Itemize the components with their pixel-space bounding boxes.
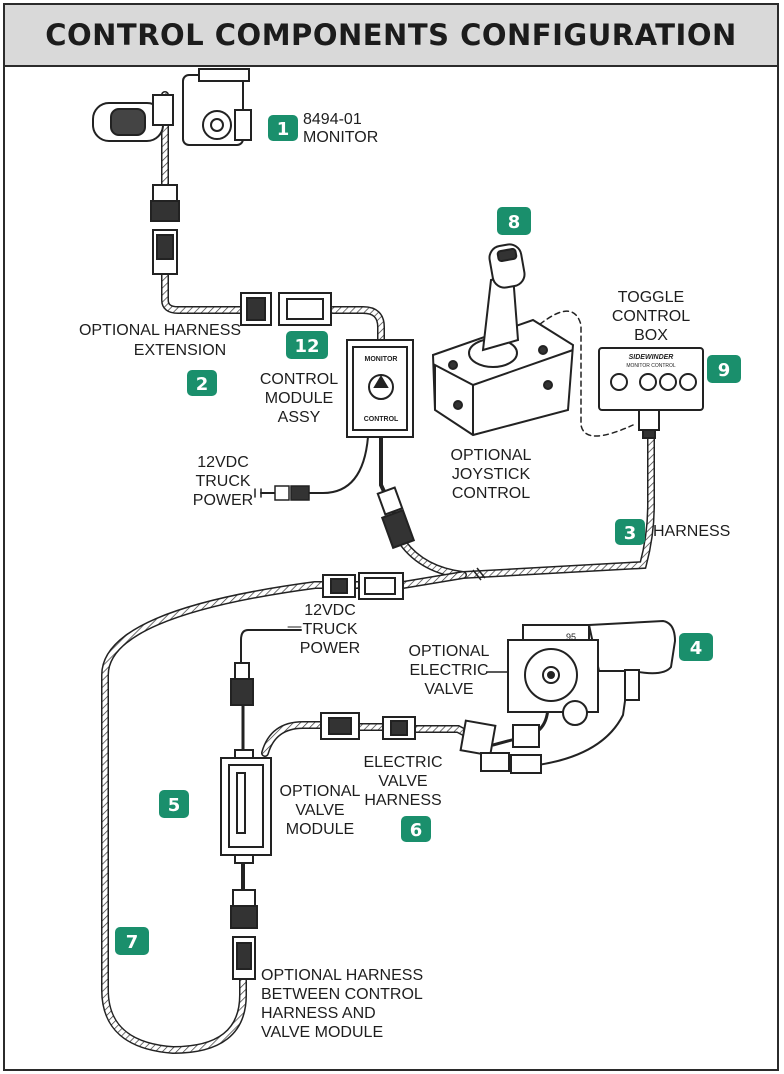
badge-3: 3: [615, 519, 645, 545]
label-monitor: 8494-01 MONITOR: [303, 111, 378, 146]
svg-text:CONTROL: CONTROL: [612, 308, 690, 325]
svg-text:OPTIONAL HARNESS: OPTIONAL HARNESS: [79, 322, 241, 339]
svg-text:MONITOR: MONITOR: [303, 129, 378, 146]
svg-text:CONTROL: CONTROL: [452, 485, 530, 502]
valve-number-text: 95: [566, 632, 576, 642]
svg-text:OPTIONAL: OPTIONAL: [451, 447, 532, 464]
title-bar: CONTROL COMPONENTS CONFIGURATION: [5, 5, 777, 67]
svg-text:JOYSTICK: JOYSTICK: [452, 466, 531, 483]
svg-text:ELECTRIC: ELECTRIC: [409, 662, 488, 679]
svg-text:VALVE: VALVE: [424, 681, 473, 698]
svg-text:TRUCK: TRUCK: [195, 473, 250, 490]
svg-text:7: 7: [126, 932, 139, 953]
badge-1: 1: [268, 115, 298, 141]
harness-3: [400, 432, 654, 578]
badge-2: 2: [187, 370, 217, 396]
svg-text:5: 5: [168, 795, 181, 816]
monitor-connector: [150, 184, 180, 275]
svg-text:OPTIONAL: OPTIONAL: [280, 783, 361, 800]
svg-text:12: 12: [294, 336, 319, 357]
control-module: [346, 339, 414, 438]
badge-5: 5: [159, 790, 189, 818]
label-valve-module: OPTIONAL VALVE MODULE: [280, 783, 361, 838]
svg-text:3: 3: [624, 523, 637, 544]
main-harness-connector: [322, 572, 404, 600]
svg-text:BETWEEN CONTROL: BETWEEN CONTROL: [261, 986, 423, 1003]
svg-text:CONTROL: CONTROL: [260, 371, 338, 388]
components-diagram: MONITOR CONTROL: [79, 68, 741, 1055]
label-joystick: OPTIONAL JOYSTICK CONTROL: [451, 447, 532, 502]
label-truck-power-2: 12VDC TRUCK POWER: [300, 602, 360, 657]
monitor-device: [92, 68, 252, 146]
svg-text:MODULE: MODULE: [265, 390, 333, 407]
svg-text:12VDC: 12VDC: [197, 454, 249, 471]
svg-text:TOGGLE: TOGGLE: [618, 289, 684, 306]
svg-text:4: 4: [690, 638, 703, 659]
label-harness-extension: OPTIONAL HARNESS EXTENSION: [79, 322, 241, 359]
control-module-top-text: MONITOR: [365, 356, 398, 363]
svg-text:9: 9: [718, 360, 731, 381]
module-output-connector: [376, 486, 416, 550]
truck-power-connector-2: [230, 662, 254, 706]
badge-7: 7: [115, 927, 149, 955]
toggle-sub-text: MONITOR CONTROL: [626, 363, 676, 369]
joystick-link: [532, 310, 634, 437]
valve-module: [220, 749, 272, 864]
svg-text:VALVE MODULE: VALVE MODULE: [261, 1024, 383, 1041]
extension-connector: [240, 292, 332, 326]
svg-text:BOX: BOX: [634, 327, 668, 344]
label-toggle-box: TOGGLE CONTROL BOX: [612, 289, 690, 344]
label-valve-harness: ELECTRIC VALVE HARNESS: [363, 754, 442, 809]
joystick-device: [431, 243, 575, 437]
svg-text:OPTIONAL HARNESS: OPTIONAL HARNESS: [261, 967, 423, 984]
cables: [101, 91, 655, 1055]
svg-text:8494-01: 8494-01: [303, 111, 362, 128]
truck-power-cable-1: [302, 436, 369, 494]
electric-valve-device: [507, 619, 677, 726]
svg-text:6: 6: [410, 820, 423, 841]
svg-text:2: 2: [196, 374, 209, 395]
toggle-control-box: [598, 347, 704, 439]
truck-power-cable-2: [240, 629, 302, 666]
label-electric-valve: OPTIONAL ELECTRIC VALVE: [409, 643, 490, 698]
badge-12: 12: [286, 331, 328, 359]
svg-text:TRUCK: TRUCK: [302, 621, 357, 638]
control-module-bottom-text: CONTROL: [364, 416, 399, 423]
svg-text:OPTIONAL: OPTIONAL: [409, 643, 490, 660]
svg-text:12VDC: 12VDC: [304, 602, 356, 619]
svg-text:ASSY: ASSY: [278, 409, 321, 426]
badge-4: 4: [679, 633, 713, 661]
badge-8: 8: [497, 207, 531, 235]
badge-6: 6: [401, 816, 431, 842]
svg-text:VALVE: VALVE: [295, 802, 344, 819]
svg-text:MODULE: MODULE: [286, 821, 354, 838]
page-title: CONTROL COMPONENTS CONFIGURATION: [45, 18, 737, 52]
svg-text:VALVE: VALVE: [378, 773, 427, 790]
svg-text:HARNESS: HARNESS: [364, 792, 441, 809]
extension-harness: [161, 271, 245, 314]
label-harness-between: OPTIONAL HARNESS BETWEEN CONTROL HARNESS…: [261, 967, 423, 1041]
valve-module-bottom-connectors: [230, 889, 258, 980]
toggle-brand-text: SIDEWINDER: [629, 354, 674, 361]
svg-text:ELECTRIC: ELECTRIC: [363, 754, 442, 771]
svg-text:8: 8: [508, 212, 521, 233]
valve-harness-connectors: [320, 712, 542, 774]
diagram-frame: CONTROL COMPONENTS CONFIGURATION: [3, 3, 779, 1071]
svg-text:POWER: POWER: [300, 640, 360, 657]
label-harness: HARNESS: [653, 523, 730, 540]
badge-9: 9: [707, 355, 741, 383]
svg-text:1: 1: [277, 119, 290, 140]
truck-power-connector-1: [274, 485, 310, 501]
svg-text:EXTENSION: EXTENSION: [134, 342, 226, 359]
label-truck-power-1: 12VDC TRUCK POWER: [193, 454, 253, 509]
label-control-module: CONTROL MODULE ASSY: [260, 371, 338, 426]
svg-text:POWER: POWER: [193, 492, 253, 509]
svg-text:HARNESS AND: HARNESS AND: [261, 1005, 376, 1022]
